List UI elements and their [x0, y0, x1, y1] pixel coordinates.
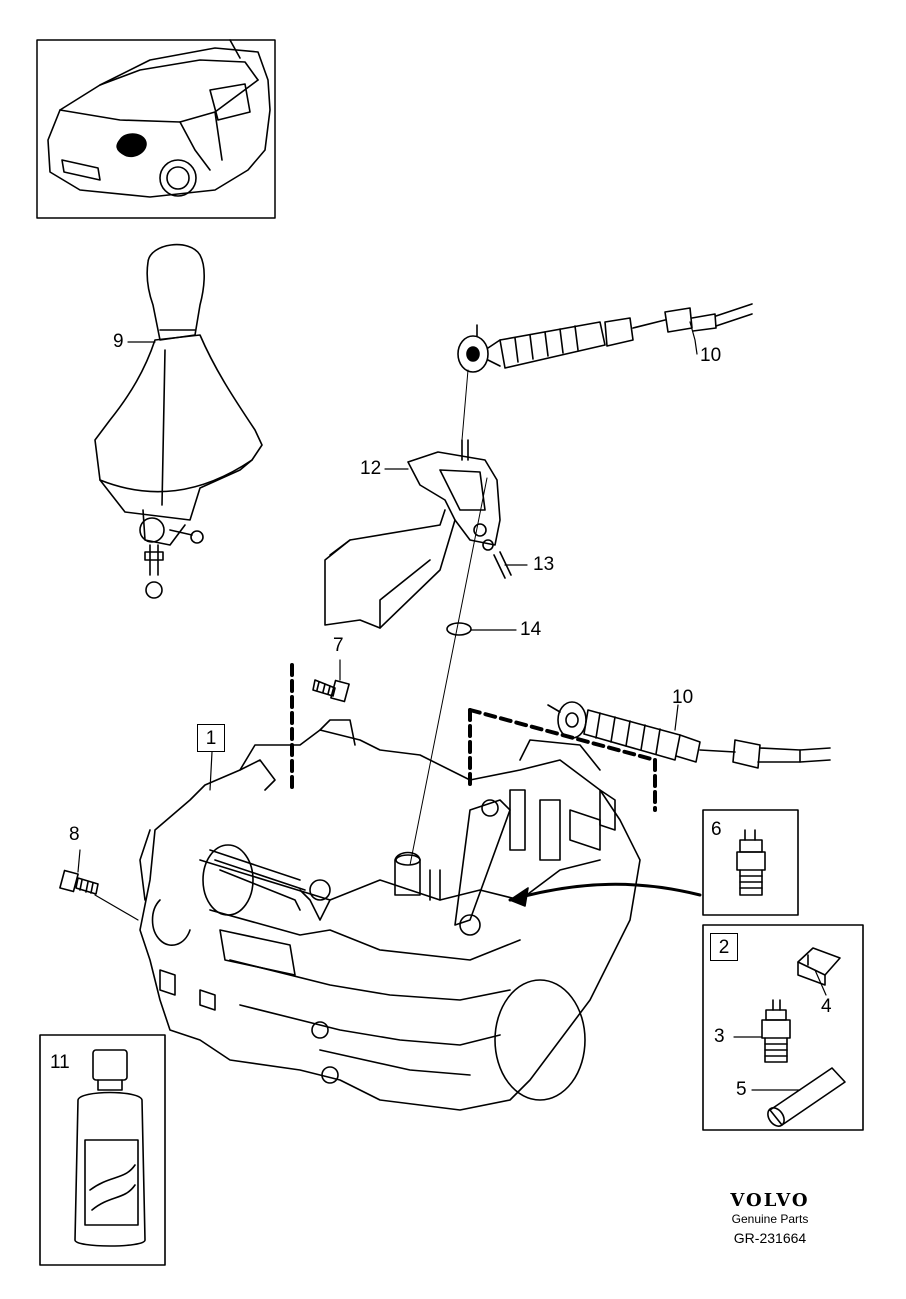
brand-subtitle: Genuine Parts	[731, 1212, 809, 1226]
alignment-lines	[409, 369, 488, 866]
shift-cable-lower	[547, 701, 831, 769]
o-ring	[446, 622, 472, 636]
callout-6: 6	[711, 819, 722, 840]
gear-shift-boot	[94, 243, 263, 599]
leader-lines	[77, 321, 827, 1091]
callout-11: 11	[50, 1052, 70, 1073]
location-arrow	[508, 882, 702, 907]
transmission	[139, 719, 641, 1111]
callout-7: 7	[333, 635, 344, 656]
callout-10-upper: 10	[700, 345, 722, 366]
callout-box-2: 2	[710, 933, 738, 961]
diagram-reference: GR-231664	[733, 1230, 807, 1246]
shift-cable-upper	[457, 303, 753, 373]
callout-5: 5	[736, 1079, 747, 1100]
callout-13: 13	[533, 554, 555, 575]
callout-3: 3	[714, 1026, 725, 1047]
dashed-reference-lines	[290, 663, 657, 812]
callout-8: 8	[69, 824, 80, 845]
callout-10-lower: 10	[672, 687, 694, 708]
box-part-6	[702, 809, 799, 916]
box-part-2	[702, 924, 864, 1131]
bolt-8	[59, 869, 99, 895]
shift-bracket	[324, 439, 501, 629]
pin	[493, 551, 512, 579]
callout-9: 9	[113, 331, 124, 352]
callout-4: 4	[821, 996, 832, 1017]
car-location-inset	[36, 39, 276, 219]
box-part-11	[39, 1034, 166, 1266]
callout-box-1: 1	[197, 724, 225, 752]
brand-block: VOLVO Genuine Parts GR-231664	[704, 1190, 836, 1246]
bolt-7	[312, 679, 350, 703]
callout-12: 12	[360, 458, 382, 479]
callout-14: 14	[520, 619, 542, 640]
volvo-logo: VOLVO	[730, 1190, 810, 1211]
